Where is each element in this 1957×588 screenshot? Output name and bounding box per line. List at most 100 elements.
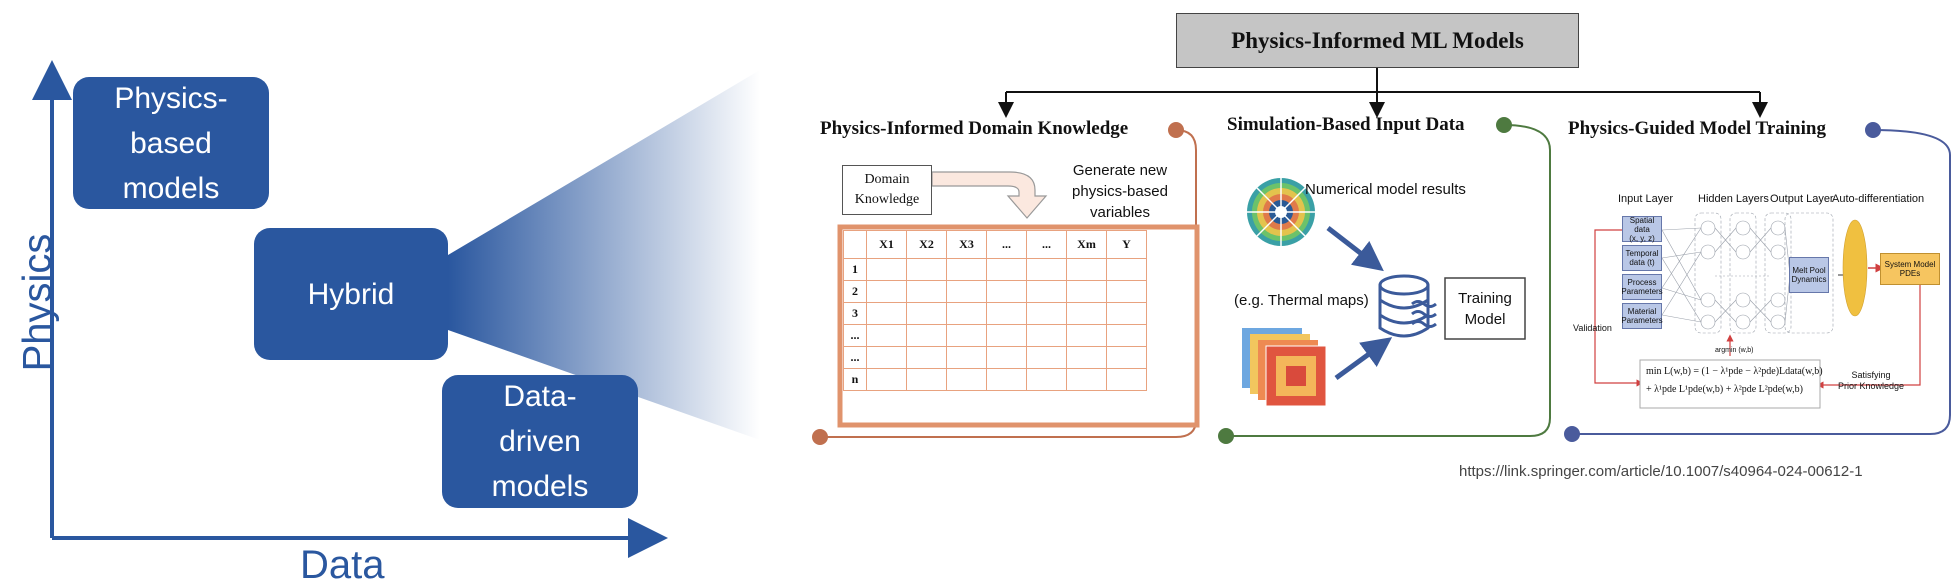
variable-table-frame (837, 224, 1200, 428)
table-header-cell: ... (986, 230, 1027, 259)
simulation-section-title: Simulation-Based Input Data (1227, 114, 1465, 135)
table-cell (906, 258, 947, 281)
database-icon (1378, 274, 1437, 338)
table-header-cell: Y (1106, 230, 1147, 259)
table-row-label: ... (843, 324, 867, 347)
table-cell (906, 368, 947, 391)
physics-based-models-box: Physics- based models (73, 77, 269, 209)
input-feature-box: Process Parameters (1621, 274, 1663, 300)
table-cell (986, 324, 1027, 347)
table-cell (1066, 280, 1107, 303)
table-cell (866, 302, 907, 325)
table-row: ... (843, 324, 1147, 347)
loss-line-1: min L(w,b) = (1 − λ¹pde − λ²pde)Ldata(w,… (1646, 366, 1823, 377)
table-row-label: 3 (843, 302, 867, 325)
input-feature-box: Material Parameters (1621, 303, 1663, 329)
table-cell (946, 324, 987, 347)
table-row-label: n (843, 368, 867, 391)
domain-section-title: Physics-Informed Domain Knowledge (820, 118, 1129, 139)
table-cell (1026, 258, 1067, 281)
table-header-cell: X2 (906, 230, 947, 259)
table-header-cell (843, 230, 867, 259)
input-feature-box: Temporal data (t) (1622, 245, 1662, 271)
table-row-label: ... (843, 346, 867, 369)
table-cell (986, 280, 1027, 303)
satisfying-label: Satisfying Prior Knowledge (1838, 370, 1905, 391)
table-cell (1106, 346, 1147, 369)
loss-line-2: + λ¹pde L¹pde(w,b) + λ²pde L²pde(w,b) (1646, 384, 1803, 395)
generate-arrow (931, 171, 1048, 219)
table-cell (986, 302, 1027, 325)
y-axis-label: Physics (15, 233, 60, 372)
arrow-ring-to-db (1326, 226, 1384, 272)
table-row: 3 (843, 302, 1147, 325)
simulation-bracket (1226, 124, 1551, 437)
data-driven-models-box: Data- driven models (442, 375, 638, 508)
numerical-results-text: Numerical model results (1305, 181, 1466, 198)
training-model-frame (1444, 277, 1526, 340)
main-title-box: Physics-Informed ML Models (1176, 13, 1579, 68)
table-cell (906, 346, 947, 369)
training-model-box: Training Model (1458, 289, 1512, 328)
table-row-label: 1 (843, 258, 867, 281)
table-cell (946, 346, 987, 369)
table-row-label: 2 (843, 280, 867, 303)
input-feature-box: Spatial data (x, y, z) (1622, 216, 1662, 243)
table-cell (1106, 368, 1147, 391)
thermal-maps-image (1242, 328, 1327, 407)
table-cell (1066, 258, 1107, 281)
ring-model-image (1247, 178, 1315, 246)
table-cell (1106, 324, 1147, 347)
thermal-maps-text: (e.g. Thermal maps) (1234, 292, 1369, 309)
table-row: ... (843, 346, 1147, 369)
table-row: 1 (843, 258, 1147, 281)
layer-label: Output Layer (1770, 193, 1834, 205)
citation-link[interactable]: https://link.springer.com/article/10.100… (1459, 463, 1863, 480)
neural-network (1661, 212, 1885, 334)
generate-variables-text: Generate new physics-based variables (1072, 162, 1168, 221)
validation-label: Validation (1573, 323, 1612, 333)
table-cell (866, 368, 907, 391)
table-cell (906, 302, 947, 325)
table-cell (986, 258, 1027, 281)
table-cell (946, 302, 987, 325)
table-header-cell: Xm (1066, 230, 1107, 259)
table-cell (986, 368, 1027, 391)
table-cell (1026, 346, 1067, 369)
hybrid-box: Hybrid (254, 228, 448, 360)
table-row: 2 (843, 280, 1147, 303)
table-cell (946, 258, 987, 281)
table-cell (906, 280, 947, 303)
training-section-title: Physics-Guided Model Training (1568, 118, 1826, 139)
table-cell (1066, 302, 1107, 325)
table-header-cell: X1 (866, 230, 907, 259)
table-cell (1106, 258, 1147, 281)
table-cell (1026, 302, 1067, 325)
table-cell (1066, 368, 1107, 391)
table-cell (866, 346, 907, 369)
table-cell (906, 324, 947, 347)
feedback-loops (1594, 229, 1921, 389)
domain-knowledge-box: Domain Knowledge (842, 165, 932, 215)
table-cell (866, 324, 907, 347)
table-cell (1106, 302, 1147, 325)
x-axis-label: Data (300, 543, 385, 587)
table-cell (946, 280, 987, 303)
table-cell (1026, 324, 1067, 347)
training-bracket (1572, 129, 1951, 435)
melt-pool-box: Melt Pool Dynamics (1789, 257, 1829, 293)
table-cell (866, 280, 907, 303)
argmin-label: argmin (w,b) (1715, 347, 1754, 354)
table-cell (1026, 280, 1067, 303)
table-cell (986, 346, 1027, 369)
system-model-box: System Model PDEs (1880, 253, 1940, 285)
table-cell (866, 258, 907, 281)
arrow-thermal-to-db (1334, 337, 1393, 381)
hybrid-fan (448, 70, 760, 440)
loss-box (1639, 359, 1821, 409)
table-cell (1026, 368, 1067, 391)
